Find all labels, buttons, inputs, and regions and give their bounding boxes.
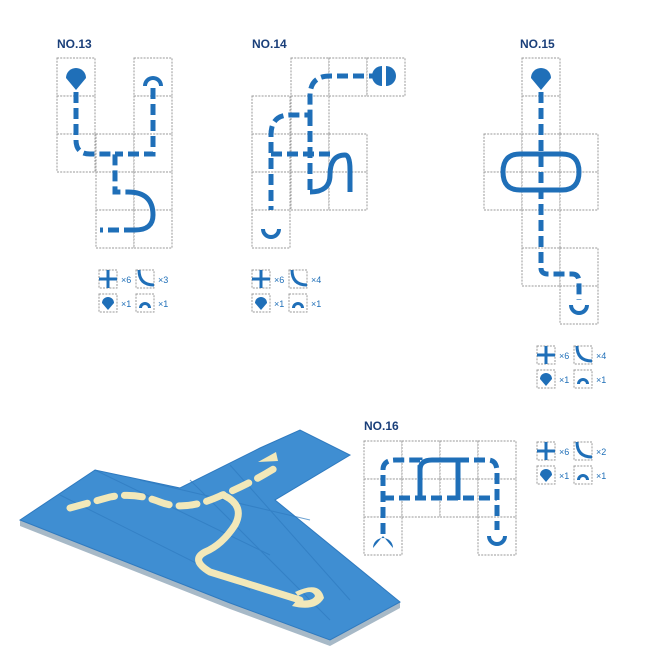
start-piece-icon: [102, 297, 114, 310]
curve-track-icon: [290, 269, 308, 287]
start-piece-icon: [540, 469, 552, 482]
start-piece-icon: [372, 66, 396, 86]
end-arch-icon: [139, 302, 151, 308]
legend-count: ×1: [274, 299, 284, 309]
puzzle-no13: NO.13 ×6 ×3: [56, 37, 173, 313]
end-arch-icon: [261, 229, 281, 239]
puzzle-title: NO.14: [252, 37, 287, 51]
legend-count: ×3: [158, 275, 168, 285]
mat-surface: [18, 429, 401, 641]
cross-track-icon: [537, 442, 555, 460]
puzzle-no16: NO.16 ×6 ×2: [363, 419, 606, 556]
start-piece-icon: [255, 297, 267, 310]
track-path: [66, 68, 163, 233]
legend-count: ×1: [596, 375, 606, 385]
piece-legend: ×6 ×2 ×1 ×1: [536, 441, 606, 485]
legend-count: ×6: [121, 275, 131, 285]
legend-count: ×1: [121, 299, 131, 309]
track-path: [500, 68, 589, 315]
cross-track-icon: [537, 346, 555, 364]
legend-count: ×1: [596, 471, 606, 481]
legend-count: ×4: [596, 351, 606, 361]
legend-count: ×6: [559, 447, 569, 457]
end-arch-icon: [143, 76, 163, 86]
track-path: [373, 457, 507, 548]
puzzle-no14: NO.14 ×6: [251, 37, 406, 313]
puzzle-title: NO.15: [520, 37, 555, 51]
puzzle-title: NO.13: [57, 37, 92, 51]
legend-count: ×1: [559, 375, 569, 385]
cross-track-icon: [252, 270, 270, 288]
legend-count: ×1: [311, 299, 321, 309]
start-piece-icon: [540, 373, 552, 386]
legend-count: ×1: [158, 299, 168, 309]
start-piece-icon: [531, 68, 551, 90]
legend-count: ×1: [559, 471, 569, 481]
piece-legend: ×6 ×4 ×1 ×1: [251, 269, 321, 313]
puzzle-title: NO.16: [364, 419, 399, 433]
legend-count: ×2: [596, 447, 606, 457]
end-arch-icon: [569, 305, 589, 315]
legend-count: ×6: [274, 275, 284, 285]
end-arch-icon: [292, 302, 304, 308]
assembled-mat-photo: [18, 429, 401, 646]
end-arch-icon: [292, 587, 324, 608]
end-arch-icon: [487, 536, 507, 546]
start-piece-icon: [373, 536, 393, 548]
curve-track-icon: [137, 269, 155, 287]
end-arch-icon: [577, 378, 589, 384]
curve-track-icon: [575, 441, 593, 459]
cross-track-icon: [99, 270, 117, 288]
piece-legend: ×6 ×4 ×1 ×1: [536, 345, 606, 389]
start-piece-icon: [66, 68, 86, 90]
track-path: [261, 66, 396, 239]
legend-count: ×6: [559, 351, 569, 361]
puzzle-no15: NO.15 ×6 ×4: [483, 37, 606, 389]
start-piece-icon: [258, 452, 278, 462]
curve-track-icon: [575, 345, 593, 363]
end-arch-icon: [577, 474, 589, 480]
piece-legend: ×6 ×3 ×1 ×1: [98, 269, 168, 313]
legend-count: ×4: [311, 275, 321, 285]
